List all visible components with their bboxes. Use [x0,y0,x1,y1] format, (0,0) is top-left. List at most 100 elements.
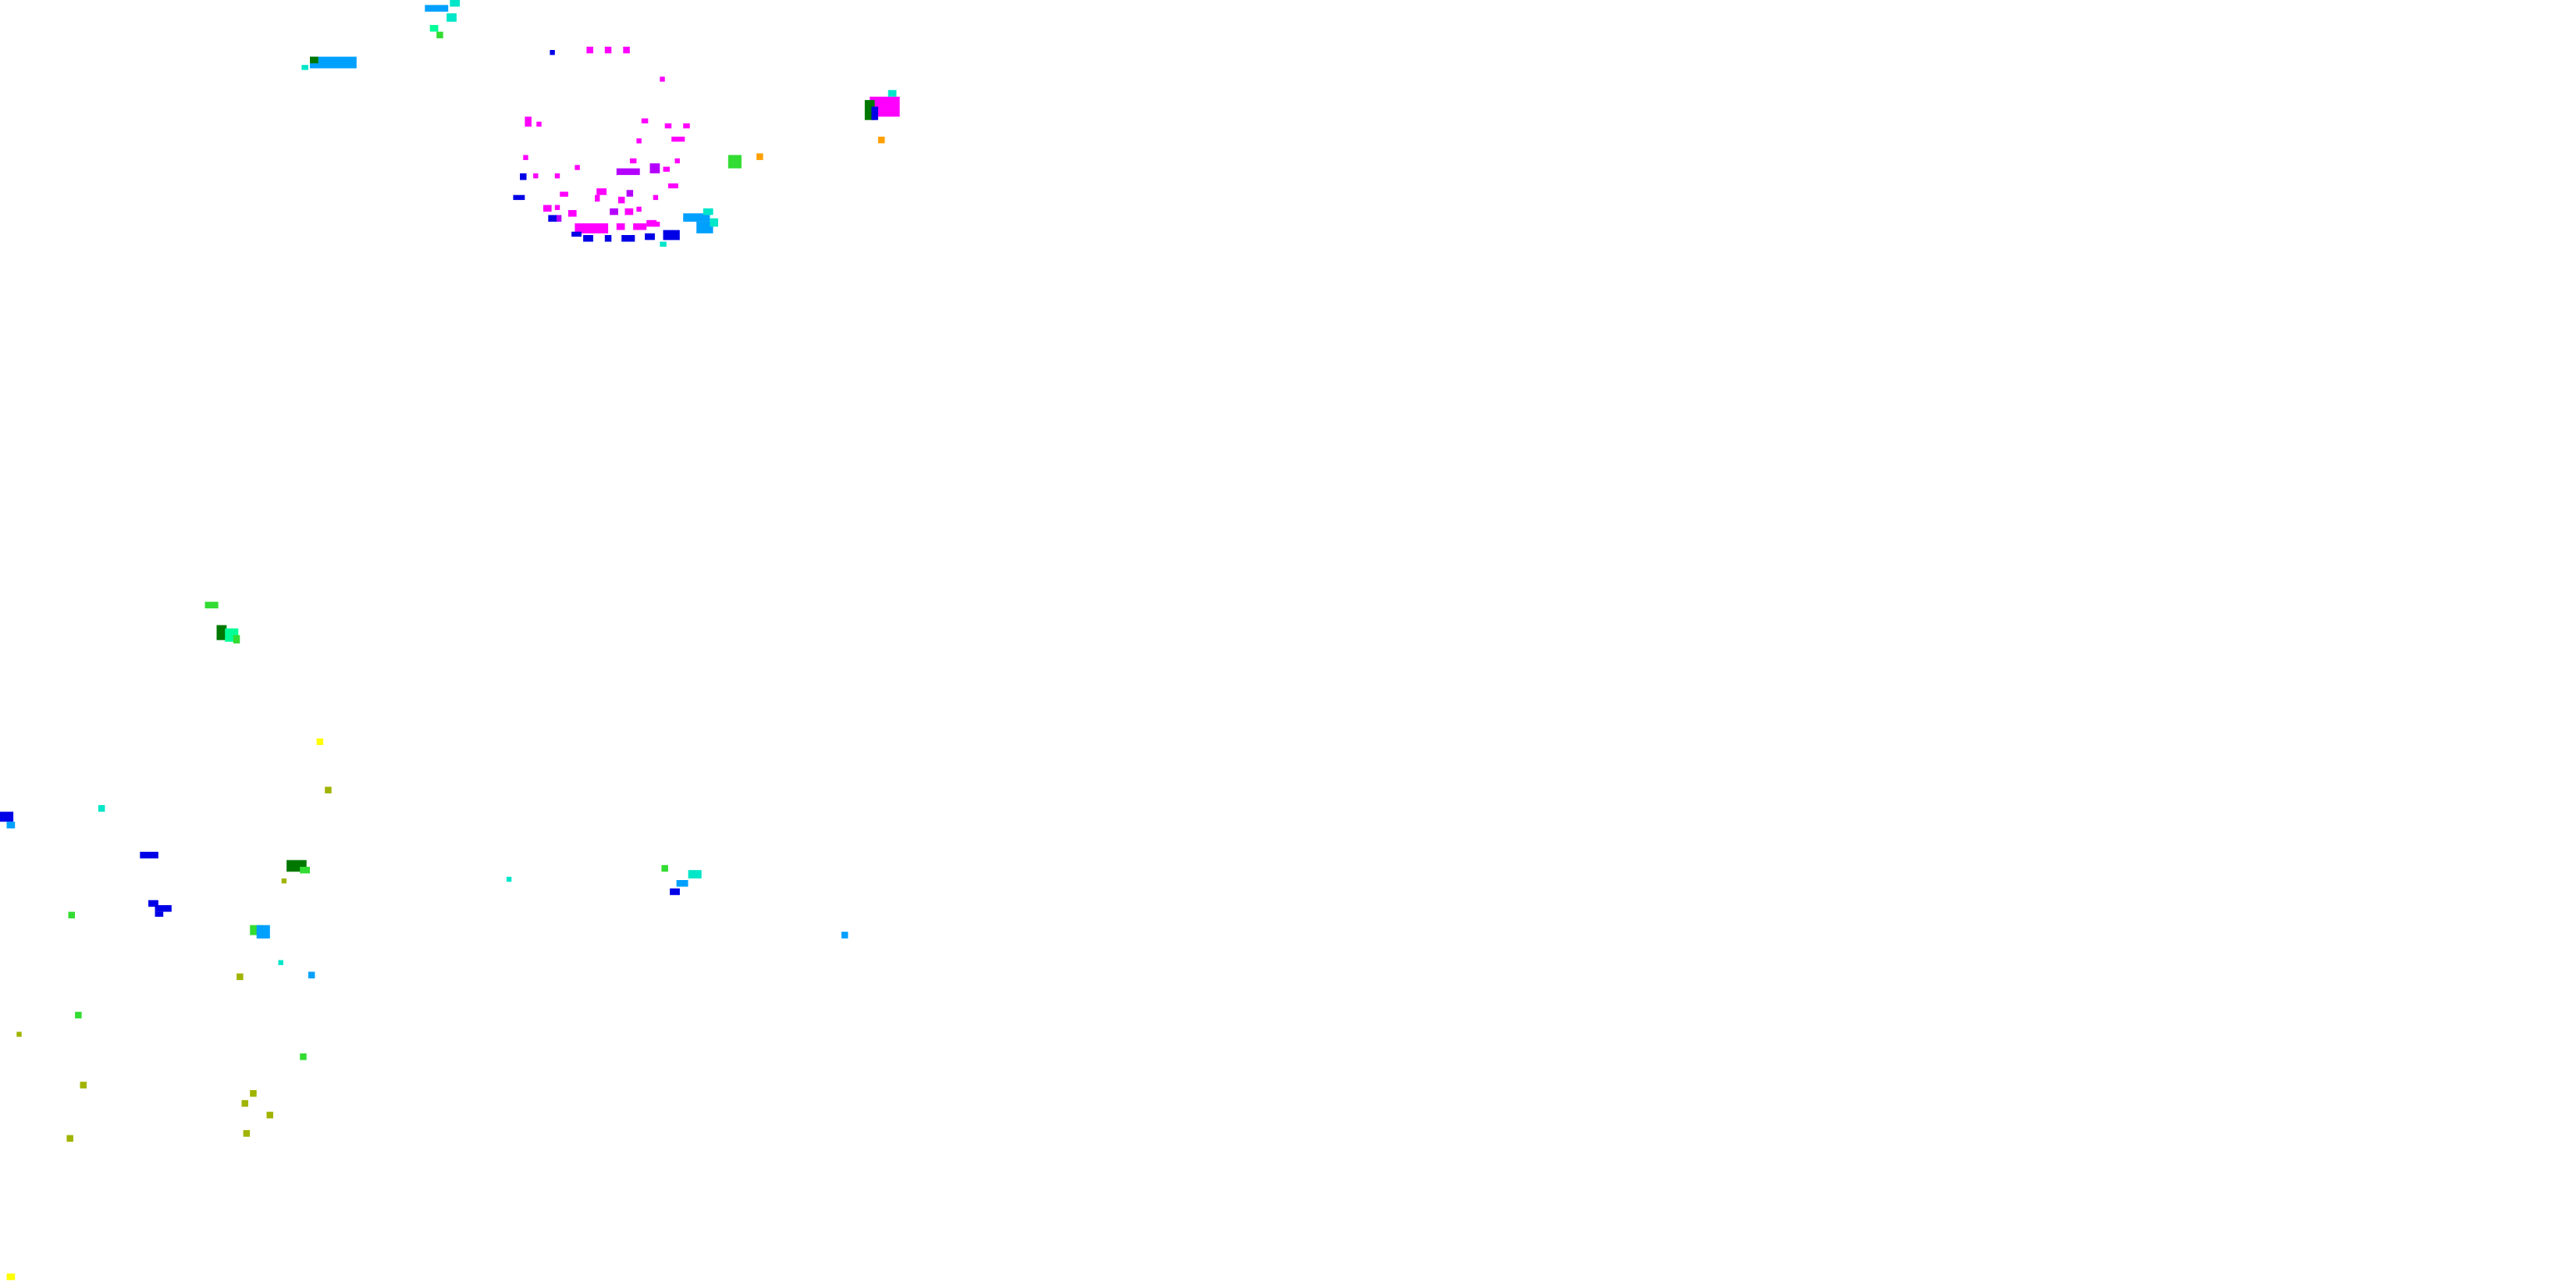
pixel-speck [550,50,555,55]
pixel-speck [237,973,244,981]
pixel-speck [756,153,763,160]
pixel-speck [548,215,559,222]
pixel-speck [660,241,667,247]
pixel-speck [575,223,609,233]
pixel-speck [660,77,665,82]
pixel-speck [300,1053,307,1060]
pixel-speck [425,5,449,12]
pixel-speck [728,155,742,169]
pixel-speck [877,137,885,144]
pixel-speck [256,925,270,939]
pixel-speck [617,196,625,204]
pixel-speck [683,213,710,222]
pixel-speck [661,864,668,872]
pixel-speck [841,932,849,939]
pixel-speck [80,1082,87,1089]
pixel-speck [205,601,219,609]
pixel-speck [670,888,680,896]
pixel-speck [310,56,357,69]
pixel-speck [636,206,642,212]
pixel-speck [554,173,560,179]
pixel-speck [649,163,660,173]
pixel-speck [676,880,688,887]
pixel-speck [596,188,607,195]
pixel-speck [506,876,512,882]
pixel-speck [664,123,672,129]
pixel-speck [523,155,528,160]
pixel-speck [633,223,647,230]
pixel-speck [241,1099,248,1107]
pixel-speck [554,205,560,210]
pixel-speck [645,233,655,241]
pixel-speck [671,137,685,142]
pixel-speck [148,900,158,907]
pixel-speck [668,183,678,189]
pixel-speck [568,210,577,217]
pixel-speck [543,205,552,212]
pixel-speck [155,911,164,917]
pixel-speck [616,168,640,176]
pixel-speck [525,116,532,127]
pixel-speck [0,811,14,822]
pixel-speck [610,208,618,216]
pixel-speck [16,1032,22,1037]
pixel-speck [436,31,443,39]
pixel-speck [623,46,630,54]
pixel-speck [616,223,625,230]
pixel-speck [595,194,600,202]
pixel-speck [325,786,332,793]
pixel-speck [450,0,461,7]
pixel-speck [6,1273,16,1281]
pixel-speck [583,235,593,242]
pixel-speck [310,56,318,64]
pixel-speck [888,90,897,97]
pixel-speck [703,208,713,216]
pixel-speck [243,1130,251,1137]
pixel-speck [629,158,637,164]
pixel-speck [66,1135,73,1142]
pixel-speck [646,219,656,227]
pixel-speck [710,218,718,227]
pixel-speck [520,173,527,180]
pixel-speck [233,635,240,643]
pixel-speck [278,960,283,965]
pixel-speck [654,221,660,227]
pixel-speck [140,851,158,859]
pixel-speck [696,221,713,233]
pixel-speck [621,235,635,242]
pixel-speck [626,190,634,197]
pixel-speck [683,123,690,129]
pixel-speck [636,138,642,144]
pixel-speck [6,821,16,829]
pixel-speck [75,1011,82,1019]
pixel-speck [155,905,172,912]
pixel-speck [604,235,612,242]
pixel-speck [216,625,227,640]
pixel-speck [688,870,702,878]
pixel-speck [663,166,670,172]
pixel-speck [604,46,612,54]
pixel-speck [641,118,649,123]
pixel-speck [556,215,562,222]
pixel-speck [624,208,634,216]
pixel-speck [68,911,75,919]
pixel-speck [586,46,593,54]
pixel-speck [575,165,580,170]
pixel-speck [536,121,542,127]
pixel-speck [663,230,680,241]
pixel-speck [300,867,310,874]
pixel-speck [653,194,659,201]
pixel-speck [513,194,525,201]
pixel-speck [301,65,308,70]
pixel-speck [98,805,105,812]
pixel-speck [571,231,582,237]
pixel-speck [560,191,568,197]
pixel-speck [533,173,539,179]
pixel-speck [429,25,439,32]
pixel-speck [447,13,457,22]
pixel-speck [871,106,878,120]
pixel-speck [308,971,315,978]
pixel-speck [266,1111,273,1119]
